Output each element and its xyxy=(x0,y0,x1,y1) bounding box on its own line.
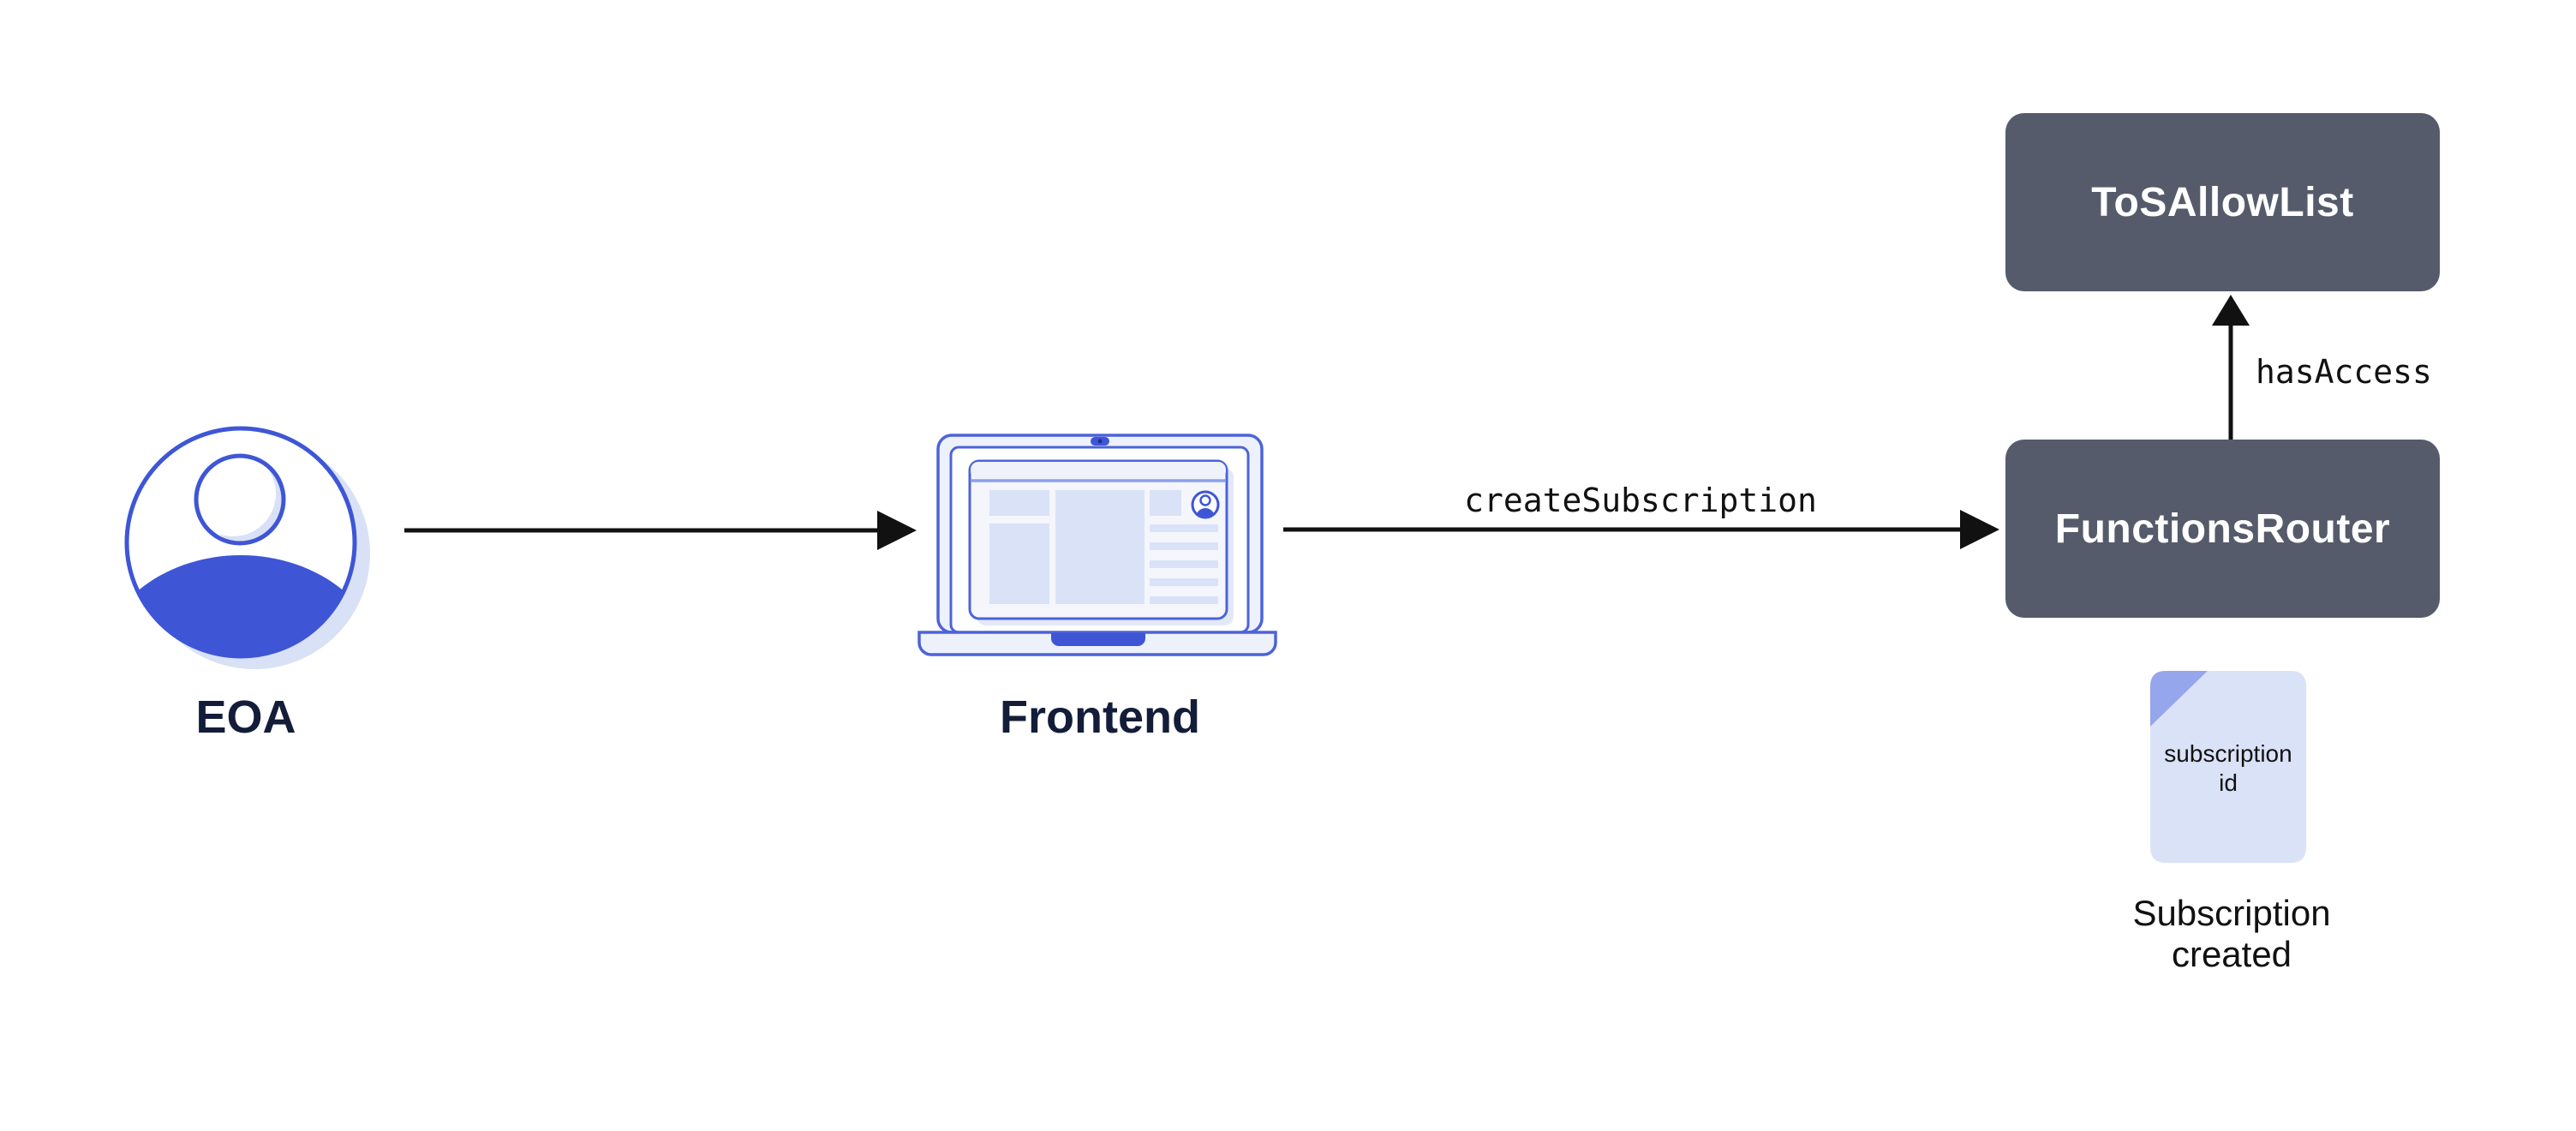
edge-label-create-subscription: createSubscription xyxy=(1464,482,1817,519)
document-body xyxy=(2150,671,2306,863)
arrow-router-to-allowlist xyxy=(2212,295,2250,440)
document-fold xyxy=(2150,671,2208,727)
subscription-document: subscription id xyxy=(2150,671,2306,863)
arrow-eoa-to-frontend xyxy=(404,511,917,550)
functions-router-label: FunctionsRouter xyxy=(2054,506,2391,552)
document-text: subscription id xyxy=(2164,740,2292,797)
arrow-frontend-to-router xyxy=(1283,510,1999,549)
avatar-body xyxy=(127,555,355,656)
node-functions-router: FunctionsRouter xyxy=(2005,440,2440,618)
laptop-icon xyxy=(917,434,1277,656)
frontend-label: Frontend xyxy=(1000,691,1200,743)
browser-content-blocks xyxy=(989,490,1218,604)
user-avatar-icon xyxy=(124,426,370,669)
avatar-head xyxy=(194,453,286,546)
document-icon xyxy=(2150,671,2306,863)
node-tos-allowlist: ToSAllowList xyxy=(2005,113,2440,291)
laptop-notch xyxy=(1051,633,1145,646)
eoa-label: EOA xyxy=(195,691,296,743)
edge-label-has-access: hasAccess xyxy=(2256,353,2432,391)
browser-user-icon xyxy=(1191,490,1220,519)
subscription-created-caption: Subscription created xyxy=(2132,893,2331,975)
tos-allowlist-label: ToSAllowList xyxy=(2091,179,2354,225)
